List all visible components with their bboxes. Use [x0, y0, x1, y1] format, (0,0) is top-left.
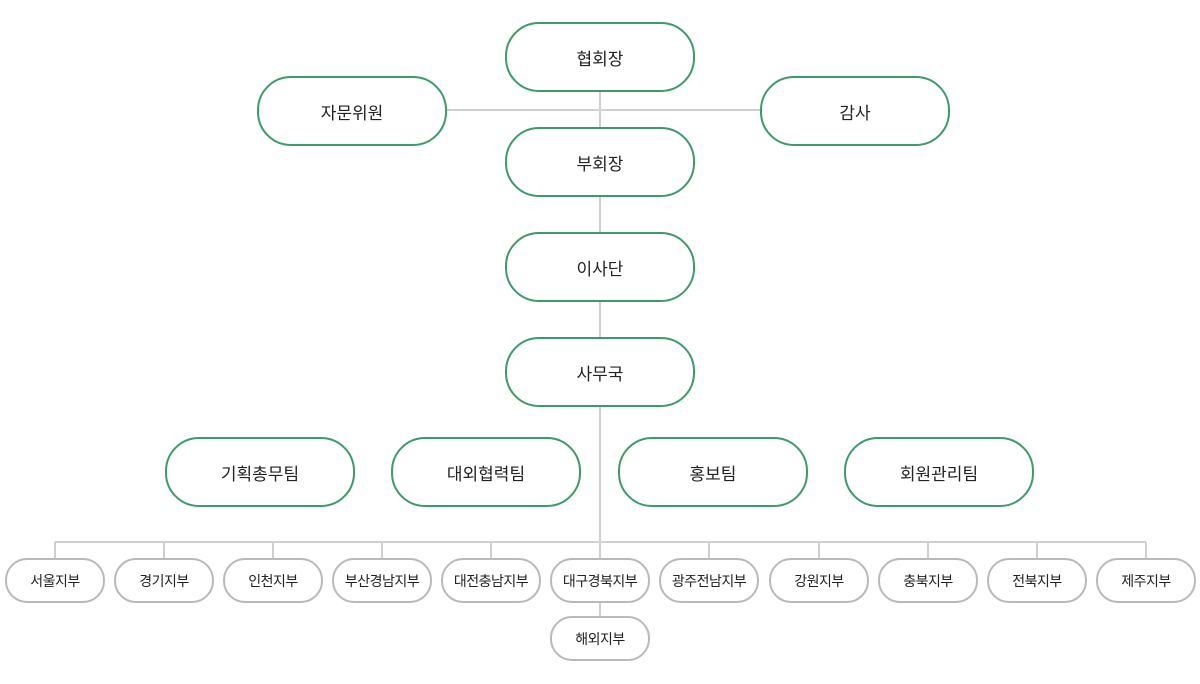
node-branch-seoul-label: 서울지부 — [30, 573, 80, 590]
node-team-planning[interactable]: 기획총무팀 — [165, 437, 355, 507]
node-board[interactable]: 이사단 — [505, 232, 695, 302]
node-branch-jeju-label: 제주지부 — [1121, 573, 1171, 590]
node-secretariat[interactable]: 사무국 — [505, 337, 695, 407]
node-branch-jeonbuk-label: 전북지부 — [1012, 573, 1062, 590]
node-audit-label: 감사 — [839, 103, 871, 124]
node-audit[interactable]: 감사 — [760, 76, 950, 146]
node-team-members[interactable]: 회원관리팀 — [844, 437, 1034, 507]
node-team-external-label: 대외협력팀 — [446, 464, 526, 485]
node-vice-president[interactable]: 부회장 — [505, 127, 695, 197]
node-branch-busan-gyeongnam-label: 부산경남지부 — [344, 573, 420, 590]
node-team-members-label: 회원관리팀 — [899, 464, 979, 485]
node-team-pr[interactable]: 홍보팀 — [618, 437, 808, 507]
node-branch-jeju[interactable]: 제주지부 — [1096, 558, 1196, 603]
node-branch-daegu-gyeongbuk-label: 대구경북지부 — [562, 573, 638, 590]
node-team-planning-label: 기획총무팀 — [220, 464, 300, 485]
node-branch-overseas-label: 해외지부 — [575, 631, 625, 648]
node-board-label: 이사단 — [576, 259, 624, 280]
node-advisory-label: 자문위원 — [320, 103, 384, 124]
node-branch-gyeonggi-label: 경기지부 — [139, 573, 189, 590]
node-branch-daejeon-chungnam-label: 대전충남지부 — [453, 573, 529, 590]
node-branch-jeonbuk[interactable]: 전북지부 — [987, 558, 1087, 603]
node-branch-daegu-gyeongbuk[interactable]: 대구경북지부 — [550, 558, 650, 603]
node-branch-chungbuk[interactable]: 충북지부 — [878, 558, 978, 603]
node-branch-incheon[interactable]: 인천지부 — [223, 558, 323, 603]
node-advisory[interactable]: 자문위원 — [257, 76, 447, 146]
node-branch-gwangju-jeonnam[interactable]: 광주전남지부 — [659, 558, 759, 603]
node-branch-chungbuk-label: 충북지부 — [903, 573, 953, 590]
node-team-pr-label: 홍보팀 — [689, 464, 737, 485]
connector-branch-drops — [54, 542, 1147, 558]
node-secretariat-label: 사무국 — [576, 364, 624, 385]
node-branch-busan-gyeongnam[interactable]: 부산경남지부 — [332, 558, 432, 603]
node-branch-gwangju-jeonnam-label: 광주전남지부 — [671, 573, 747, 590]
node-branch-incheon-label: 인천지부 — [248, 573, 298, 590]
node-branch-daejeon-chungnam[interactable]: 대전충남지부 — [441, 558, 541, 603]
node-branch-gyeonggi[interactable]: 경기지부 — [114, 558, 214, 603]
node-branch-gangwon-label: 강원지부 — [794, 573, 844, 590]
node-president-label: 협회장 — [576, 49, 624, 70]
node-branch-overseas[interactable]: 해외지부 — [550, 616, 650, 661]
node-branch-gangwon[interactable]: 강원지부 — [769, 558, 869, 603]
node-branch-seoul[interactable]: 서울지부 — [5, 558, 105, 603]
node-team-external[interactable]: 대외협력팀 — [391, 437, 581, 507]
node-vice-president-label: 부회장 — [576, 154, 624, 175]
node-president[interactable]: 협회장 — [505, 22, 695, 92]
